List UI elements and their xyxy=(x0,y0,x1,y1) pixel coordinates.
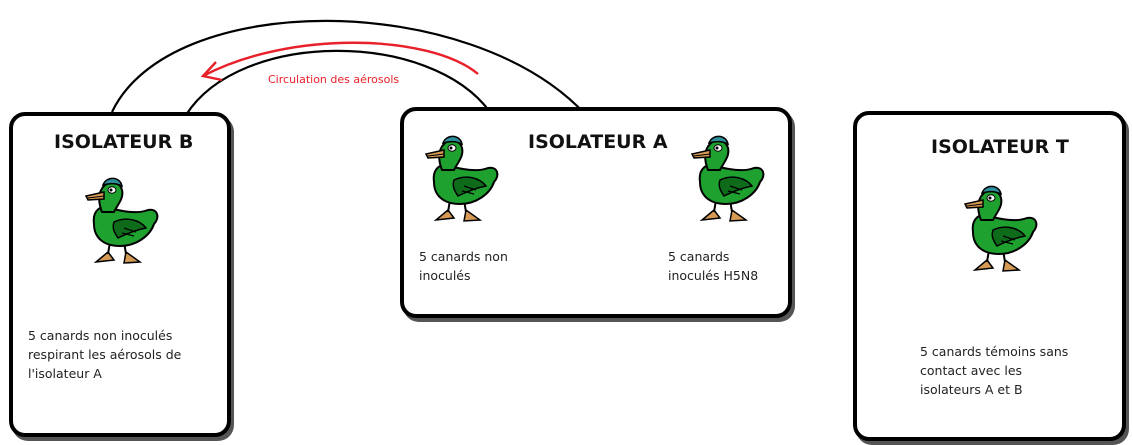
airflow-arrow xyxy=(202,41,479,78)
caption-line: contact avec les xyxy=(920,363,1023,378)
isolator-b-title: ISOLATEUR B xyxy=(54,131,194,153)
duck-icon xyxy=(414,130,504,230)
isolator-t-box xyxy=(853,111,1126,441)
duck-icon xyxy=(953,180,1043,280)
caption-line: isolateurs A et B xyxy=(920,382,1023,397)
duck-icon xyxy=(680,130,770,230)
isolator-t-title: ISOLATEUR T xyxy=(931,136,1069,158)
caption-line: 5 canards xyxy=(668,249,730,264)
caption-line: inoculés xyxy=(419,268,471,283)
caption-line: inoculés H5N8 xyxy=(668,268,759,283)
caption-line: respirant les aérosols de xyxy=(28,347,182,362)
caption-line: l'isolateur A xyxy=(28,366,102,381)
isolator-a-caption-left: 5 canards non inoculés xyxy=(419,247,559,285)
airflow-pipe-outer xyxy=(111,19,587,116)
caption-line: 5 canards non inoculés xyxy=(28,328,173,343)
isolator-b-caption: 5 canards non inoculés respirant les aér… xyxy=(28,326,228,383)
airflow-pipe-inner xyxy=(185,49,491,116)
isolator-a-title: ISOLATEUR A xyxy=(528,131,668,153)
duck-icon xyxy=(74,172,164,272)
caption-line: 5 canards témoins sans xyxy=(920,344,1069,359)
isolator-b-box xyxy=(9,112,231,437)
isolator-t-caption: 5 canards témoins sans contact avec les … xyxy=(920,342,1100,399)
isolator-a-caption-right: 5 canards inoculés H5N8 xyxy=(668,247,788,285)
caption-line: 5 canards non xyxy=(419,249,508,264)
airflow-label: Circulation des aérosols xyxy=(268,73,400,86)
airflow-arrowhead xyxy=(200,61,223,82)
